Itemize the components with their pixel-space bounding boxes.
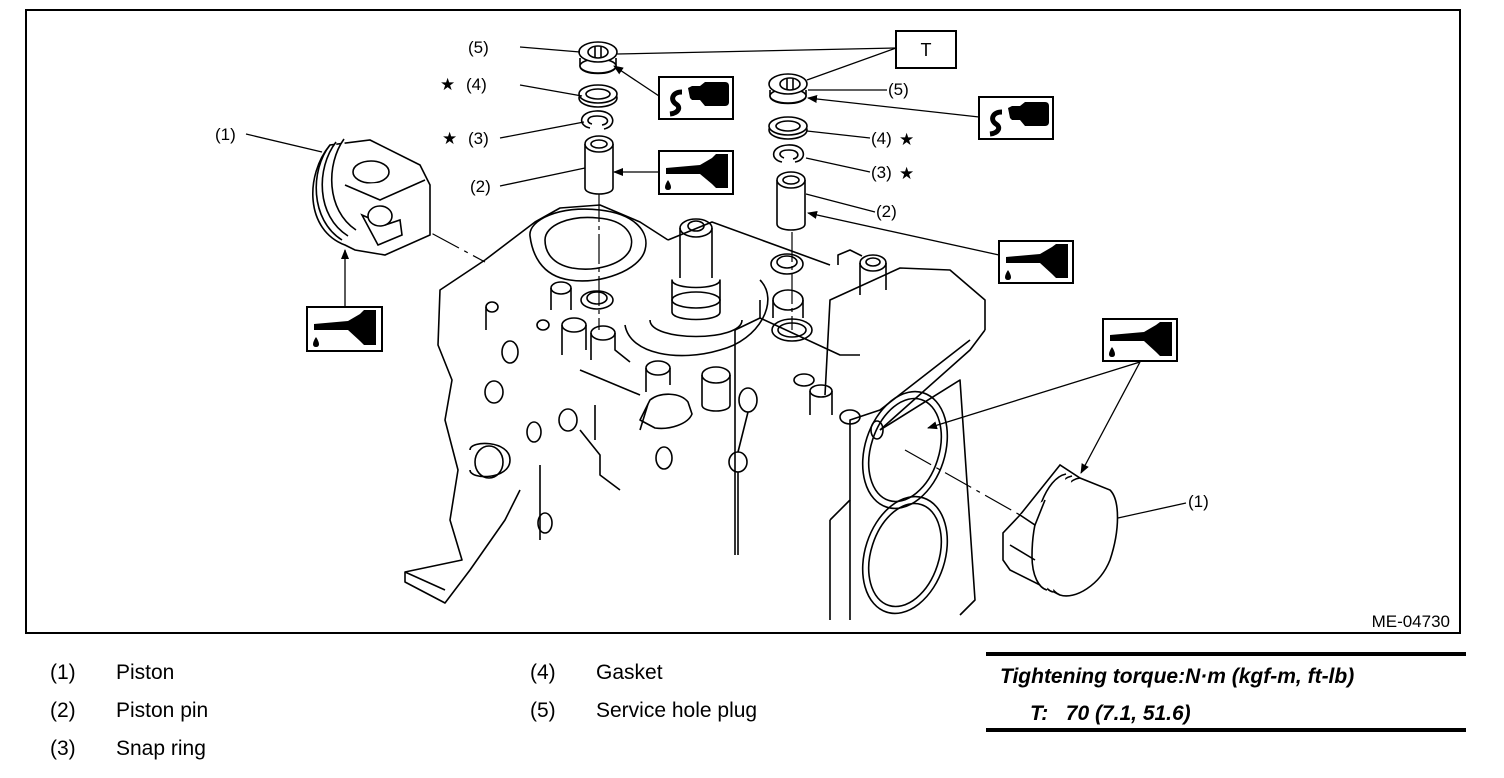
right-snap-ring (772, 144, 805, 163)
torque-box-label: T (921, 40, 932, 60)
right-piston-pin (776, 171, 806, 231)
callout-right-gasket: (4) (871, 129, 892, 148)
callout-left-pin: (2) (470, 177, 491, 196)
torque-spec-value: T: 70 (7.1, 51.6) (1030, 702, 1191, 725)
engine-oil-can-icon (658, 150, 734, 195)
legend-label: Piston pin (116, 699, 209, 722)
callout-right-snap-ring: (3) (871, 163, 892, 182)
torque-reference-box: T (895, 30, 957, 69)
legend-number: (1) (50, 661, 76, 684)
replace-star-icon: ★ (440, 75, 455, 94)
left-snap-ring (580, 110, 614, 130)
engine-oil-can-icon (306, 306, 383, 352)
legend-number: (2) (50, 699, 76, 722)
cylinder-block (404, 204, 986, 620)
callout-left-piston: (1) (215, 125, 236, 144)
legend-number: (3) (50, 737, 76, 760)
right-piston (1002, 463, 1119, 597)
torque-spec-title: Tightening torque:N·m (kgf-m, ft-lb) (1000, 665, 1355, 688)
leader-lines (245, 46, 1187, 519)
callout-right-piston: (1) (1188, 492, 1209, 511)
callout-left-snap-ring: (3) (468, 129, 489, 148)
diagram-svg: T (5) (4) (3) (2) (1) (5) (4) (3) (2) (1… (25, 9, 1461, 634)
right-gasket (768, 116, 808, 140)
symbol-arrows (341, 65, 1141, 474)
legend-label: Gasket (596, 661, 663, 684)
right-service-hole-plug (768, 73, 808, 105)
replace-star-icon: ★ (899, 164, 914, 183)
callout-right-plug: (5) (888, 80, 909, 99)
liquid-gasket-sealant-icon (658, 76, 734, 120)
engine-oil-can-icon (998, 240, 1074, 284)
figure-id: ME-04730 (1372, 612, 1450, 631)
torque-spec-table: Tightening torque:N·m (kgf-m, ft-lb) T: … (986, 652, 1466, 732)
liquid-gasket-sealant-icon (978, 96, 1054, 140)
legend-number: (4) (530, 661, 556, 684)
legend-label: Piston (116, 661, 175, 684)
legend-label: Snap ring (116, 737, 206, 760)
left-piston (312, 138, 431, 256)
left-gasket (578, 84, 618, 108)
exploded-view-figure: T (5) (4) (3) (2) (1) (5) (4) (3) (2) (1… (25, 9, 1461, 634)
callout-right-pin: (2) (876, 202, 897, 221)
legend-label: Service hole plug (596, 699, 758, 722)
engine-oil-can-icon (1102, 318, 1178, 362)
left-piston-pin (584, 135, 614, 195)
left-service-hole-plug (578, 41, 618, 75)
callout-left-gasket: (4) (466, 75, 487, 94)
replace-star-icon: ★ (442, 129, 457, 148)
legend-number: (5) (530, 699, 556, 722)
replace-star-icon: ★ (899, 130, 914, 149)
callout-left-plug: (5) (468, 38, 489, 57)
figure-frame (25, 9, 1461, 634)
